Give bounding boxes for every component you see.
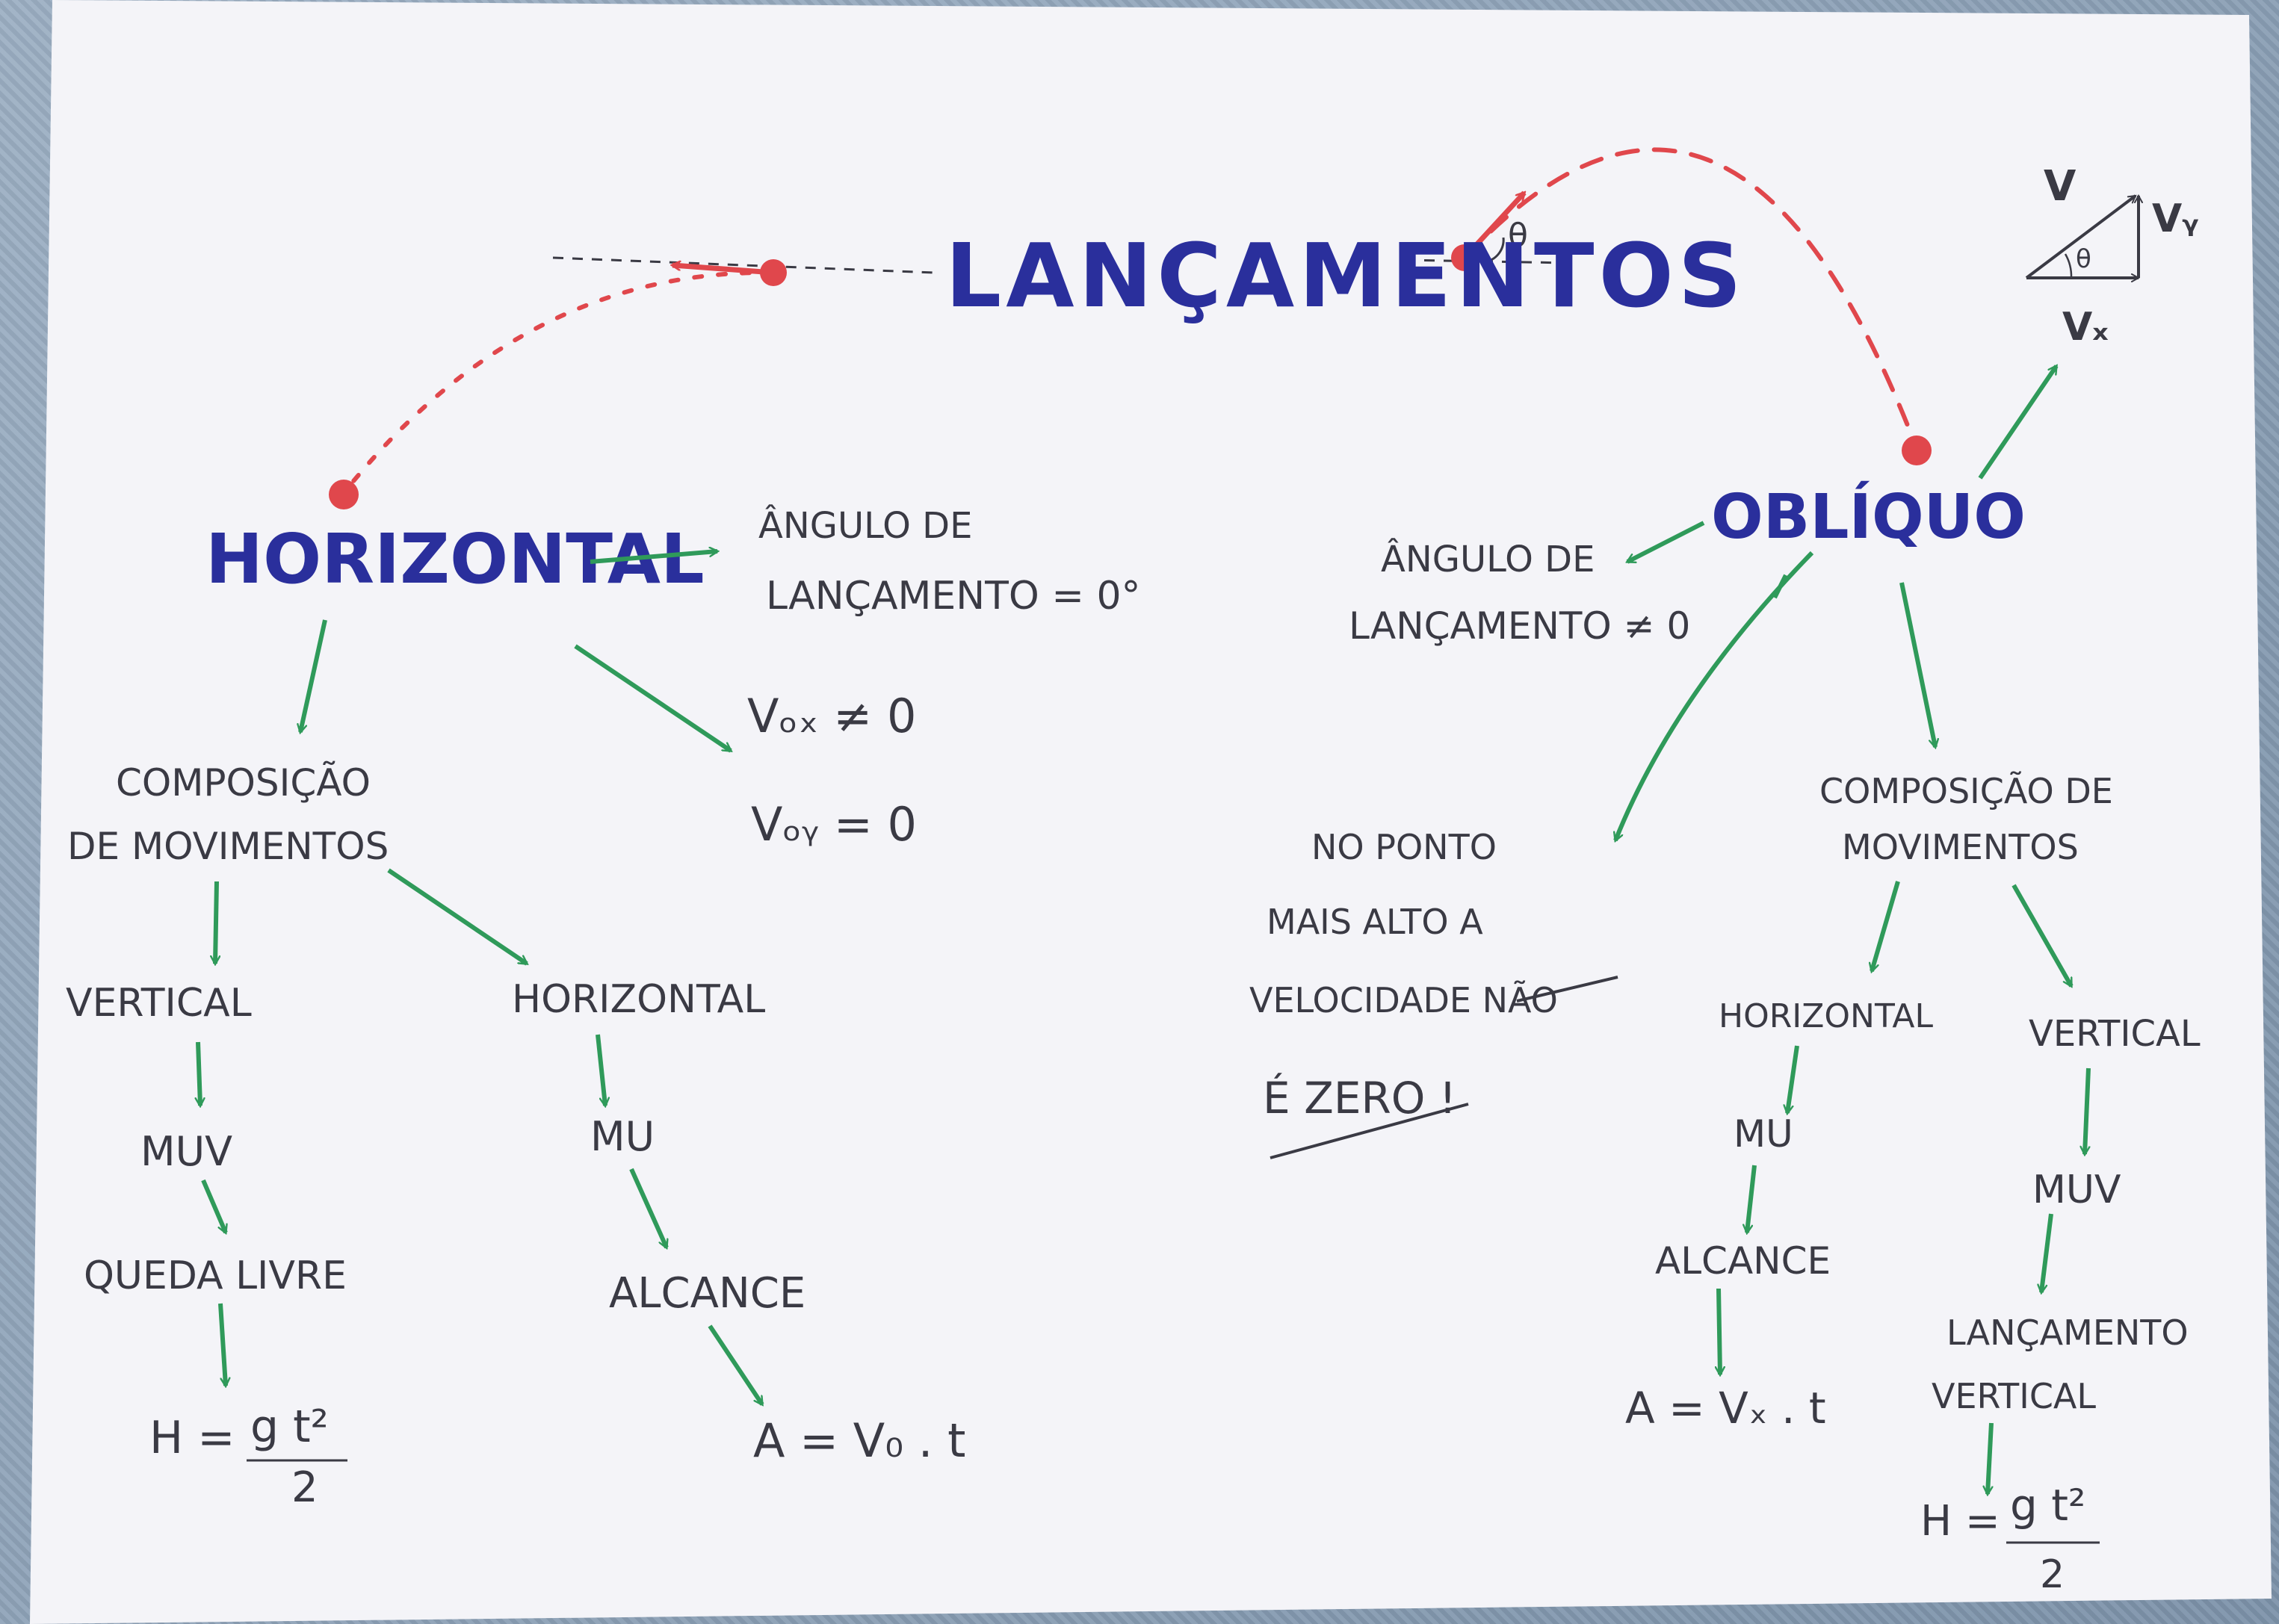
note-line1: NO PONTO bbox=[1311, 827, 1497, 867]
angle-zero-line1: ÂNGULO DE bbox=[758, 504, 972, 547]
vector-vx-label: Vₓ bbox=[2062, 305, 2109, 350]
h-formula-denominator: 2 bbox=[291, 1463, 318, 1512]
oblique-composition-line2: MOVIMENTOS bbox=[1842, 827, 2079, 867]
oblique-trajectory: θ bbox=[1404, 147, 1932, 465]
underline-e-zero bbox=[1270, 1103, 1469, 1159]
horizontal-velocity-arrow bbox=[672, 265, 774, 276]
vector-angle-label: θ bbox=[2076, 244, 2091, 274]
horizontal-trajectory bbox=[329, 256, 935, 509]
alcance-node: ALCANCE bbox=[609, 1269, 805, 1318]
arrow-to-muv bbox=[198, 1041, 200, 1106]
arrow-to-lancamento-vertical bbox=[2041, 1213, 2053, 1292]
queda-livre-node: QUEDA LIVRE bbox=[84, 1253, 347, 1298]
h-formula-horizontal: H = g t² 2 bbox=[149, 1401, 347, 1512]
arrow-to-oblique-muv bbox=[2085, 1067, 2091, 1154]
oblique-landing-point bbox=[1902, 436, 1932, 465]
arrow-to-oblique-a-formula bbox=[1719, 1288, 1720, 1374]
oblique-mu-node: MU bbox=[1734, 1112, 1793, 1156]
underline-nao bbox=[1516, 976, 1618, 1002]
oblique-composition-line1: COMPOSIÇÃO DE bbox=[1819, 771, 2113, 811]
oblique-muv-node: MUV bbox=[2032, 1168, 2121, 1212]
arrow-to-oblique-mu bbox=[1787, 1045, 1799, 1113]
map-title: LANÇAMENTOS bbox=[945, 224, 1746, 327]
arrow-to-a-formula bbox=[708, 1324, 764, 1404]
horizontal-branch: HORIZONTAL ÂNGULO DE LANÇAMENTO = 0° Vₒₓ… bbox=[66, 504, 1141, 1512]
horizontal-parabola bbox=[341, 270, 776, 495]
arrow-tick bbox=[1772, 574, 1788, 599]
arrow-to-angle-nonzero bbox=[1627, 521, 1705, 564]
oblique-h-formula-denominator: 2 bbox=[2040, 1552, 2065, 1597]
lancamento-vertical-line2: VERTICAL bbox=[1932, 1376, 2096, 1416]
oblique-h-formula-numerator: g t² bbox=[2010, 1480, 2085, 1531]
oblique-h-formula-h: H = bbox=[1920, 1497, 2000, 1546]
h-formula-h: H = bbox=[149, 1412, 235, 1464]
arrow-to-oblique-composition bbox=[1899, 582, 1935, 747]
velocity-vector-diagram: θ V Vᵧ Vₓ bbox=[1978, 162, 2199, 480]
oblique-alcance-node: ALCANCE bbox=[1655, 1239, 1831, 1283]
angle-nonzero-line2: LANÇAMENTO ≠ 0 bbox=[1349, 604, 1690, 648]
obliquo-branch: OBLÍQUO ÂNGULO DE LANÇAMENTO ≠ 0 NO PONT… bbox=[1249, 481, 2201, 1597]
arrow-to-horizontal-sub bbox=[387, 868, 527, 966]
composition-line2: DE MOVIMENTOS bbox=[67, 825, 389, 868]
launch-angle-arc bbox=[1486, 237, 1505, 263]
h-formula-numerator: g t² bbox=[250, 1401, 329, 1453]
voy-value: Vₒᵧ = 0 bbox=[751, 797, 917, 852]
arrow-to-angle-zero bbox=[590, 551, 717, 564]
oblique-horizontal-node: HORIZONTAL bbox=[1719, 997, 1934, 1035]
obliquo-node: OBLÍQUO bbox=[1711, 481, 2026, 553]
oblique-vertical-node: VERTICAL bbox=[2029, 1013, 2201, 1055]
horizontal-sub-node: HORIZONTAL bbox=[512, 977, 765, 1022]
arrow-to-queda-livre bbox=[201, 1179, 226, 1233]
paper-sheet bbox=[30, 0, 2272, 1624]
horizontal-landing-point bbox=[329, 480, 359, 509]
lancamento-vertical-line1: LANÇAMENTO bbox=[1946, 1312, 2189, 1353]
arrow-to-h-formula bbox=[218, 1303, 226, 1386]
composition-line1: COMPOSIÇÃO bbox=[116, 761, 371, 805]
arrow-to-oblique-alcance bbox=[1747, 1165, 1757, 1233]
arrow-to-composition bbox=[300, 619, 327, 732]
mu-node: MU bbox=[590, 1113, 655, 1160]
arrow-to-vertical bbox=[215, 881, 217, 964]
a-formula-oblique: A = Vₓ . t bbox=[1625, 1383, 1826, 1434]
muv-node: MUV bbox=[140, 1128, 232, 1175]
arrow-to-initial-velocity bbox=[574, 644, 731, 753]
oblique-parabola bbox=[1462, 147, 1919, 450]
note-line2: MAIS ALTO A bbox=[1267, 902, 1483, 942]
launch-angle-label: θ bbox=[1508, 217, 1528, 255]
arrow-to-alcance bbox=[629, 1168, 669, 1248]
arrow-to-oblique-h-formula bbox=[1988, 1422, 1994, 1494]
arrow-to-oblique-vertical bbox=[2011, 884, 2074, 986]
oblique-velocity-arrow bbox=[1462, 193, 1527, 260]
velocity-vector bbox=[2025, 194, 2136, 279]
arrow-obliquo-to-vector bbox=[1978, 366, 2059, 480]
angle-zero-line2: LANÇAMENTO = 0° bbox=[766, 574, 1141, 619]
horizontal-launch-point bbox=[760, 259, 787, 286]
vox-value: Vₒₓ ≠ 0 bbox=[747, 689, 916, 743]
vector-angle-arc bbox=[2064, 253, 2073, 279]
a-formula-horizontal: A = V₀ . t bbox=[753, 1413, 965, 1468]
horizontal-reference-line bbox=[552, 256, 935, 274]
arrow-to-mu bbox=[596, 1034, 605, 1106]
oblique-launch-point bbox=[1451, 244, 1478, 271]
arrow-to-oblique-horizontal bbox=[1872, 881, 1900, 971]
vertical-node: VERTICAL bbox=[66, 981, 252, 1026]
note-line3: VELOCIDADE NÃO bbox=[1249, 980, 1558, 1020]
h-formula-oblique: H = g t² 2 bbox=[1920, 1480, 2100, 1597]
angle-nonzero-line1: ÂNGULO DE bbox=[1381, 538, 1595, 580]
vector-vy-label: Vᵧ bbox=[2152, 196, 2199, 241]
vector-v-label: V bbox=[2044, 162, 2077, 211]
